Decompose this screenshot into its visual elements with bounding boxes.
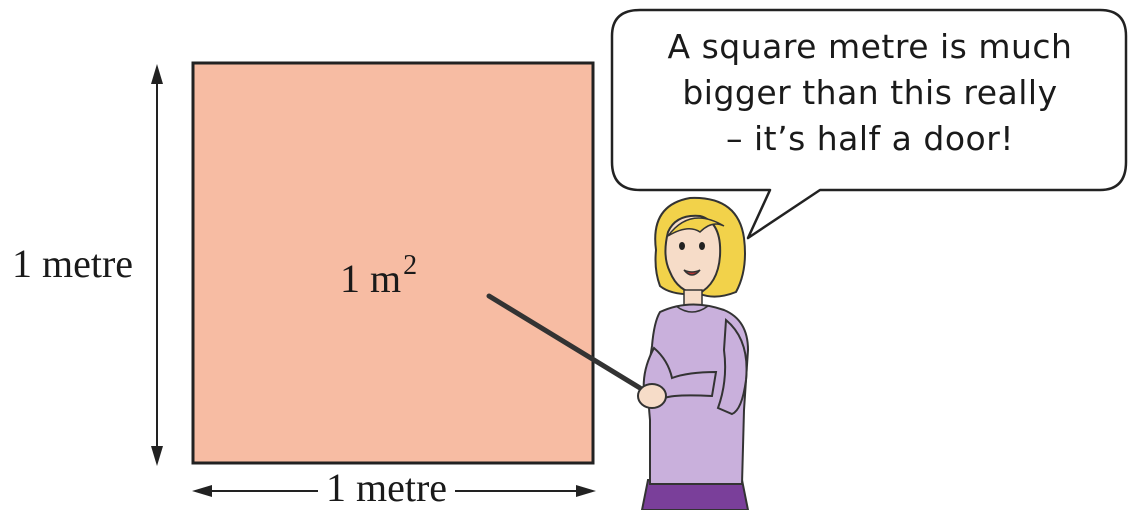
speech-line-1: A square metre is much	[618, 24, 1122, 70]
area-value: 1 m	[340, 256, 401, 301]
speech-bubble-text: A square metre is much bigger than this …	[618, 24, 1122, 162]
teacher-hand	[638, 384, 666, 408]
speech-line-3: – it’s half a door!	[618, 116, 1122, 162]
side-length-label: 1 metre	[12, 236, 133, 292]
vertical-dimension-arrow	[151, 64, 163, 466]
teacher-figure	[638, 198, 748, 510]
area-exponent: 2	[403, 250, 417, 281]
bottom-length-label: 1 metre	[318, 465, 455, 511]
area-label: 1 m2	[340, 238, 417, 307]
speech-line-2: bigger than this really	[618, 70, 1122, 116]
